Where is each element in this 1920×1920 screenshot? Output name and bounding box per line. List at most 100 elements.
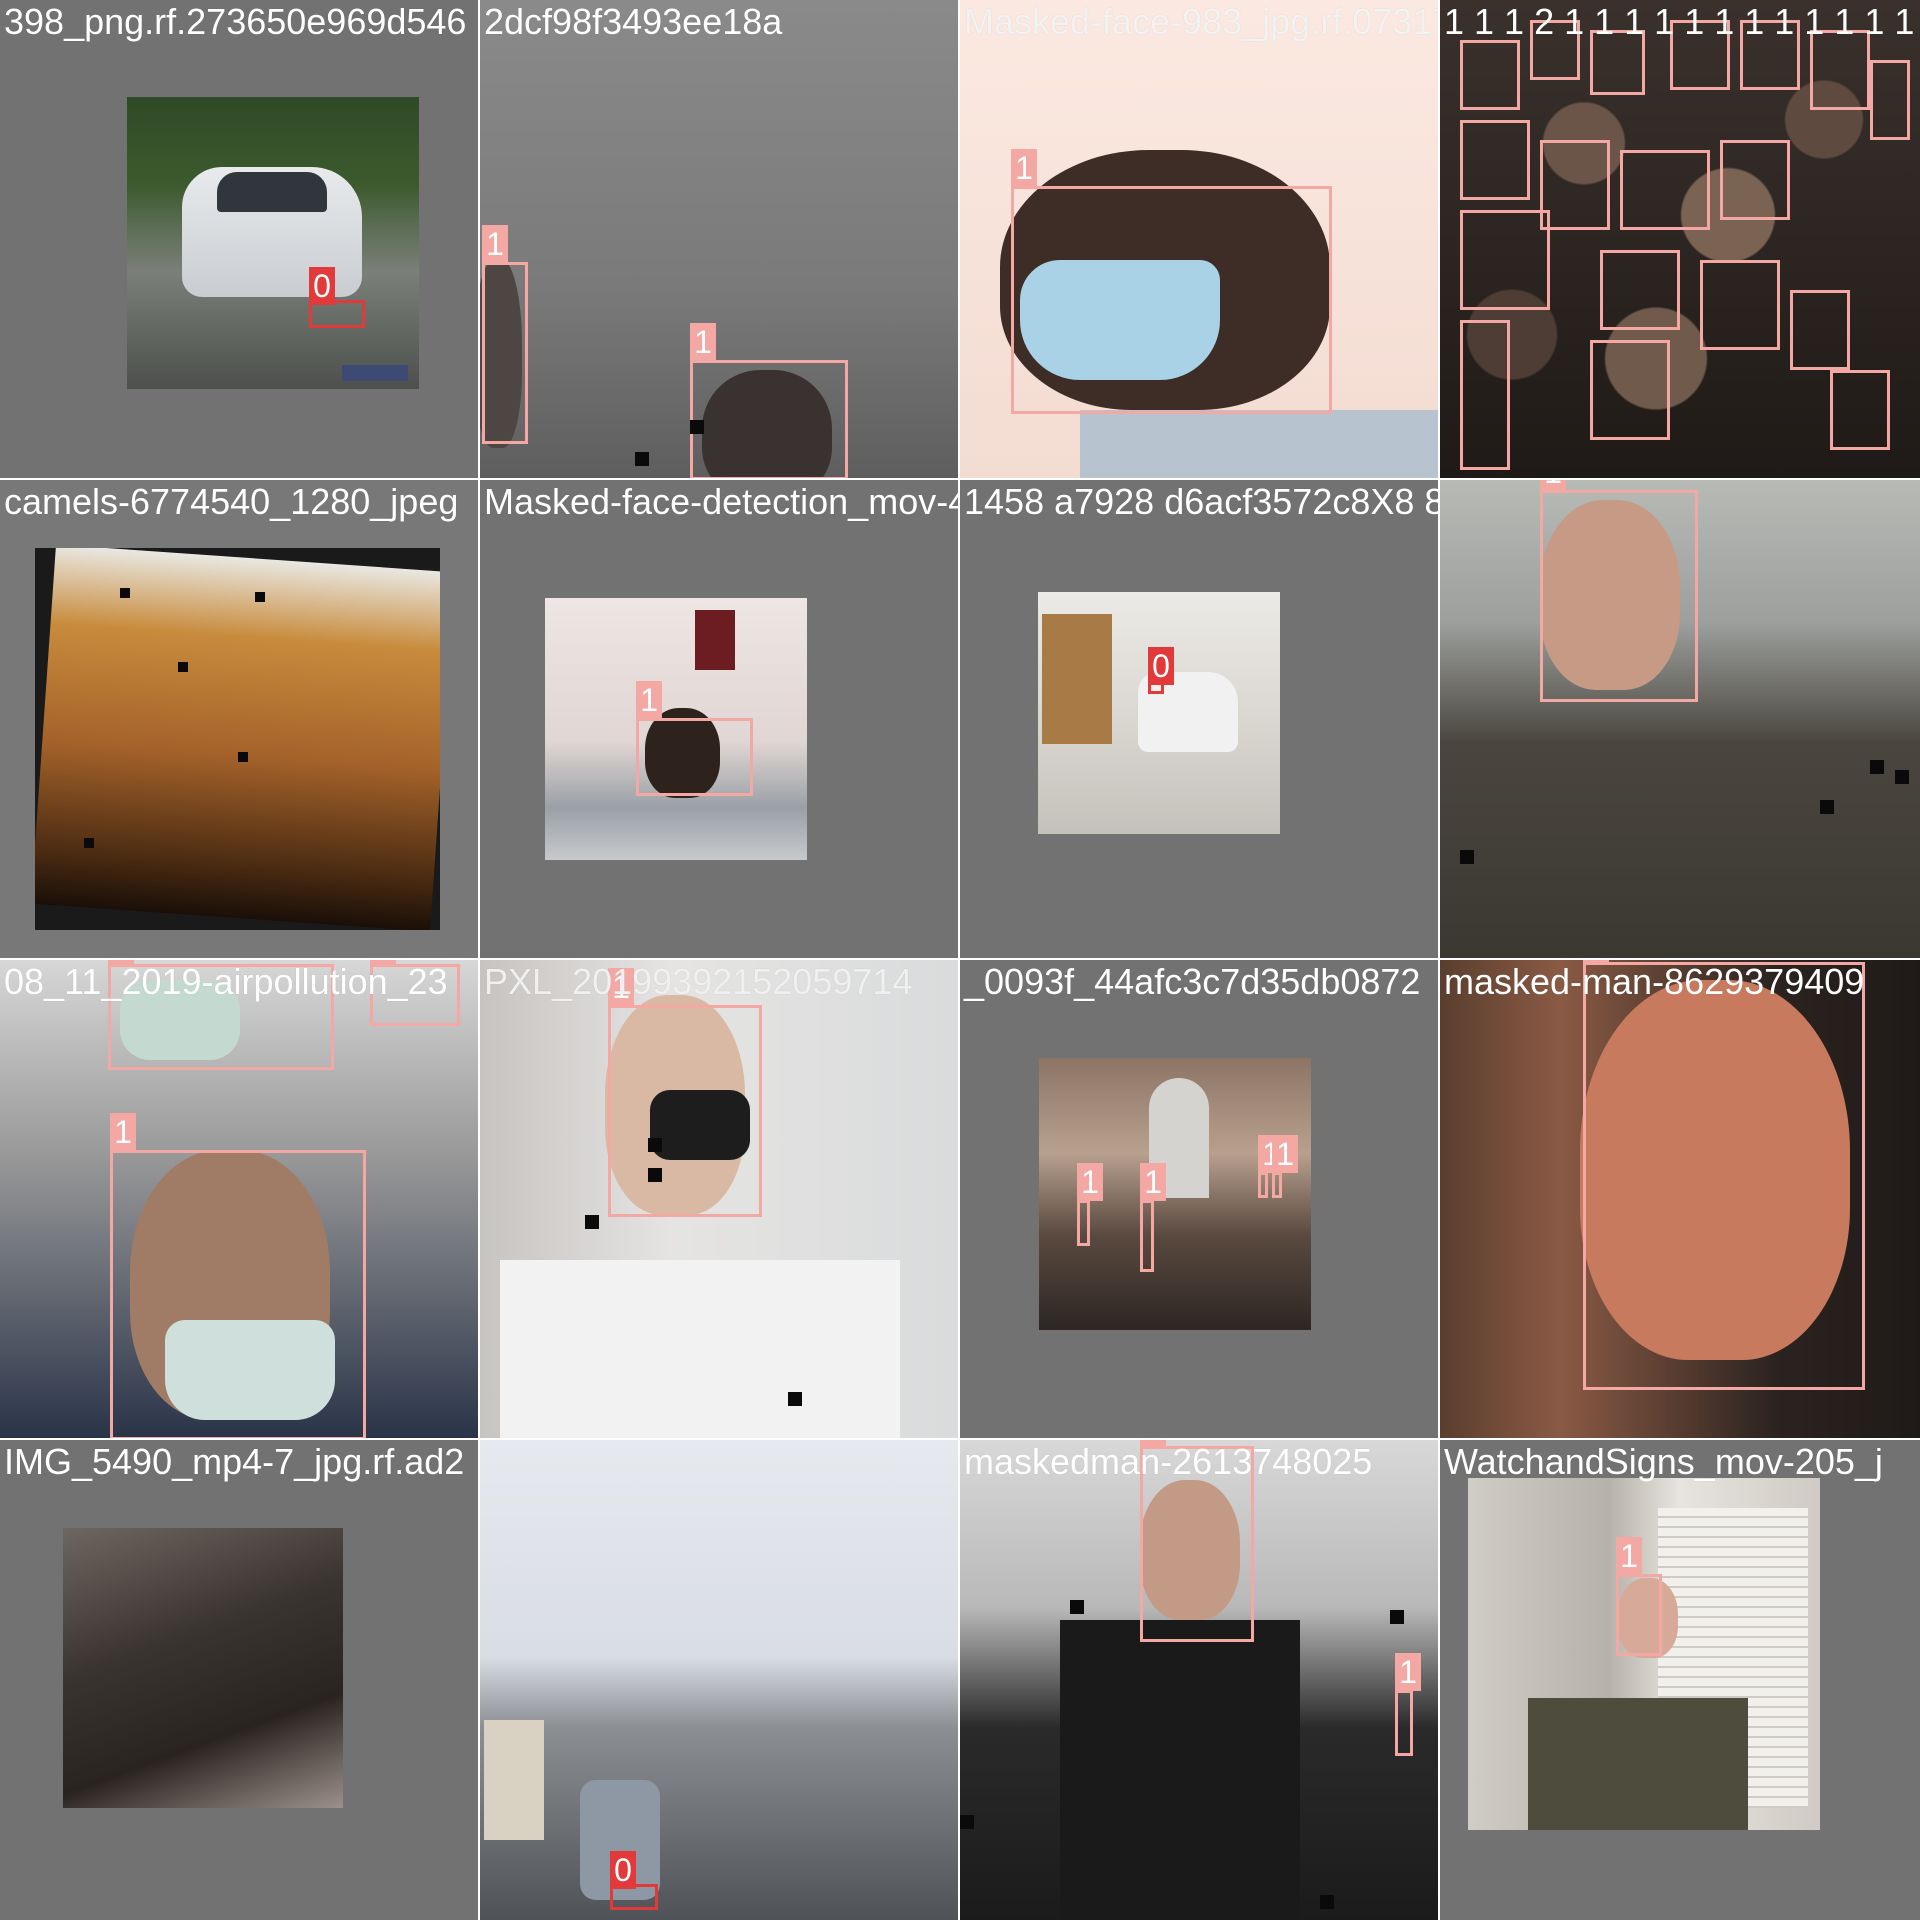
bbox: 1 — [110, 1113, 366, 1438]
image-filename: IMG_5490_mp4-7_jpg.rf.ad2 — [4, 1441, 465, 1482]
tile-9: 1 1 1 08_11_2019-airpollution_23 — [0, 960, 480, 1440]
shirt — [1080, 410, 1438, 478]
bbox: 1 — [1258, 1135, 1284, 1198]
image-filename: masked-man-8629379409 — [1444, 961, 1865, 1002]
bbox — [1870, 60, 1910, 140]
bbox — [1790, 290, 1850, 370]
bbox: 1 — [1583, 960, 1865, 1390]
black-mask — [650, 1090, 750, 1160]
tile-11: 1 1 1 1 _0093f_44afc3c7d35db0872 — [960, 960, 1440, 1440]
cutout-marker — [255, 592, 265, 602]
class-label: 0 — [309, 267, 335, 305]
tile-8: 1 — [1440, 480, 1920, 960]
bbox: 1 — [1140, 1163, 1166, 1272]
bbox — [1590, 340, 1670, 440]
bbox — [1460, 320, 1510, 470]
street-photo — [1038, 592, 1280, 834]
tile-1: 0 398_png.rf.273650e969d546 — [0, 0, 480, 480]
bus — [484, 1720, 544, 1840]
bbox — [1620, 150, 1710, 230]
cutout-marker — [178, 662, 188, 672]
image-filename: 2dcf98f3493ee18a — [484, 1, 783, 42]
tile-5: camels-6774540_1280_jpeg — [0, 480, 480, 960]
image-filename: 08_11_2019-airpollution_23 — [4, 961, 448, 1002]
car-photo — [127, 97, 419, 389]
image-filename: maskedman-2613748025 — [964, 1441, 1373, 1482]
cutout-marker — [1895, 770, 1909, 784]
cutout-marker — [635, 452, 649, 466]
bbox: 1 — [1140, 1440, 1254, 1642]
tile-14: 0 — [480, 1440, 960, 1920]
image-filename: Masked-face-983_jpg.rf.07317 — [964, 1, 1440, 42]
tile-10: 1 PXL_20199392152059714 — [480, 960, 960, 1440]
bbox: 0 — [1148, 647, 1174, 694]
image-filename: PXL_20199392152059714 — [484, 961, 913, 1002]
tile-3: 1 Masked-face-983_jpg.rf.07317 — [960, 0, 1440, 480]
class-label: 1 — [1540, 480, 1566, 491]
cutout-marker — [788, 1392, 802, 1406]
class-label: 1 — [482, 225, 508, 263]
bbox: 1 — [1011, 149, 1332, 414]
face-region — [702, 370, 832, 478]
cutout-marker — [1870, 760, 1884, 774]
shirt — [500, 1260, 900, 1438]
cutout-marker — [960, 1815, 974, 1829]
bbox — [1810, 30, 1870, 110]
bbox: 0 — [610, 1851, 658, 1910]
tile-15: 1 1 maskedman-2613748025 — [960, 1440, 1440, 1920]
image-filename: Masked-face-detection_mov-47_jpg — [484, 481, 958, 522]
cutout-marker — [1820, 800, 1834, 814]
bbox — [1670, 20, 1730, 90]
tile-2: 1 1 2dcf98f3493ee18a — [480, 0, 960, 480]
tile-7: 0 1458 a7928 d6acf3572c8X8 8891c9a06 151… — [960, 480, 1440, 960]
bbox: 1 — [1395, 1653, 1421, 1756]
class-label: 1 — [1616, 1537, 1642, 1575]
bbox — [1540, 140, 1610, 230]
cutout-marker — [648, 1168, 662, 1182]
class-label: 1 — [1011, 149, 1037, 187]
bbox: 1 — [1272, 1135, 1298, 1198]
bbox: 1 — [1616, 1537, 1662, 1656]
class-label: 1 — [690, 323, 716, 361]
class-label: 0 — [610, 1851, 636, 1889]
bbox — [1460, 210, 1550, 310]
bbox — [1530, 20, 1580, 80]
cutout-marker — [120, 588, 130, 598]
bbox: 1 — [1077, 1163, 1103, 1246]
class-label: 1 — [1272, 1135, 1298, 1173]
selfie-photo — [545, 598, 807, 860]
class-label: 1 — [1140, 1163, 1166, 1201]
class-label: 1 — [108, 960, 134, 965]
cutout-marker — [1460, 850, 1474, 864]
bbox: 1 — [482, 225, 528, 444]
class-label: 1 — [636, 681, 662, 719]
cutout-marker — [1070, 1600, 1084, 1614]
class-label: 1 — [1140, 1440, 1166, 1447]
tile-6: 1 Masked-face-detection_mov-47_jpg — [480, 480, 960, 960]
image-filename: 398_png.rf.273650e969d546 — [4, 1, 467, 42]
bbox — [1830, 370, 1890, 450]
class-label: 1 — [1395, 1653, 1421, 1691]
face-region — [1580, 980, 1850, 1360]
bbox — [1600, 250, 1680, 330]
face-region — [1540, 500, 1680, 690]
bbox: 1 — [690, 323, 848, 478]
bbox: 1 — [608, 968, 762, 1217]
image-filename: 1 1 1 2 1 1 1 1 1 1 1 1 1 1 1 1 1 1 1 1 … — [1444, 1, 1920, 42]
bbox — [1460, 40, 1520, 110]
bbox — [1720, 140, 1790, 220]
cutout-marker — [648, 1138, 662, 1152]
tile-4: 1 1 1 2 1 1 1 1 1 1 1 1 1 1 1 1 1 1 1 1 … — [1440, 0, 1920, 480]
tile-16: 1 WatchandSigns_mov-205_j — [1440, 1440, 1920, 1920]
cutout-marker — [690, 420, 704, 434]
class-label: 1 — [1077, 1163, 1103, 1201]
bbox — [1740, 20, 1800, 90]
class-label: 1 — [1583, 960, 1609, 963]
tile-13: IMG_5490_mp4-7_jpg.rf.ad2 — [0, 1440, 480, 1920]
bbox: 1 — [108, 960, 334, 1070]
face-region — [480, 258, 522, 448]
bbox — [1590, 30, 1645, 95]
crowd-photo — [1440, 0, 1920, 478]
face-region — [1140, 1480, 1240, 1620]
